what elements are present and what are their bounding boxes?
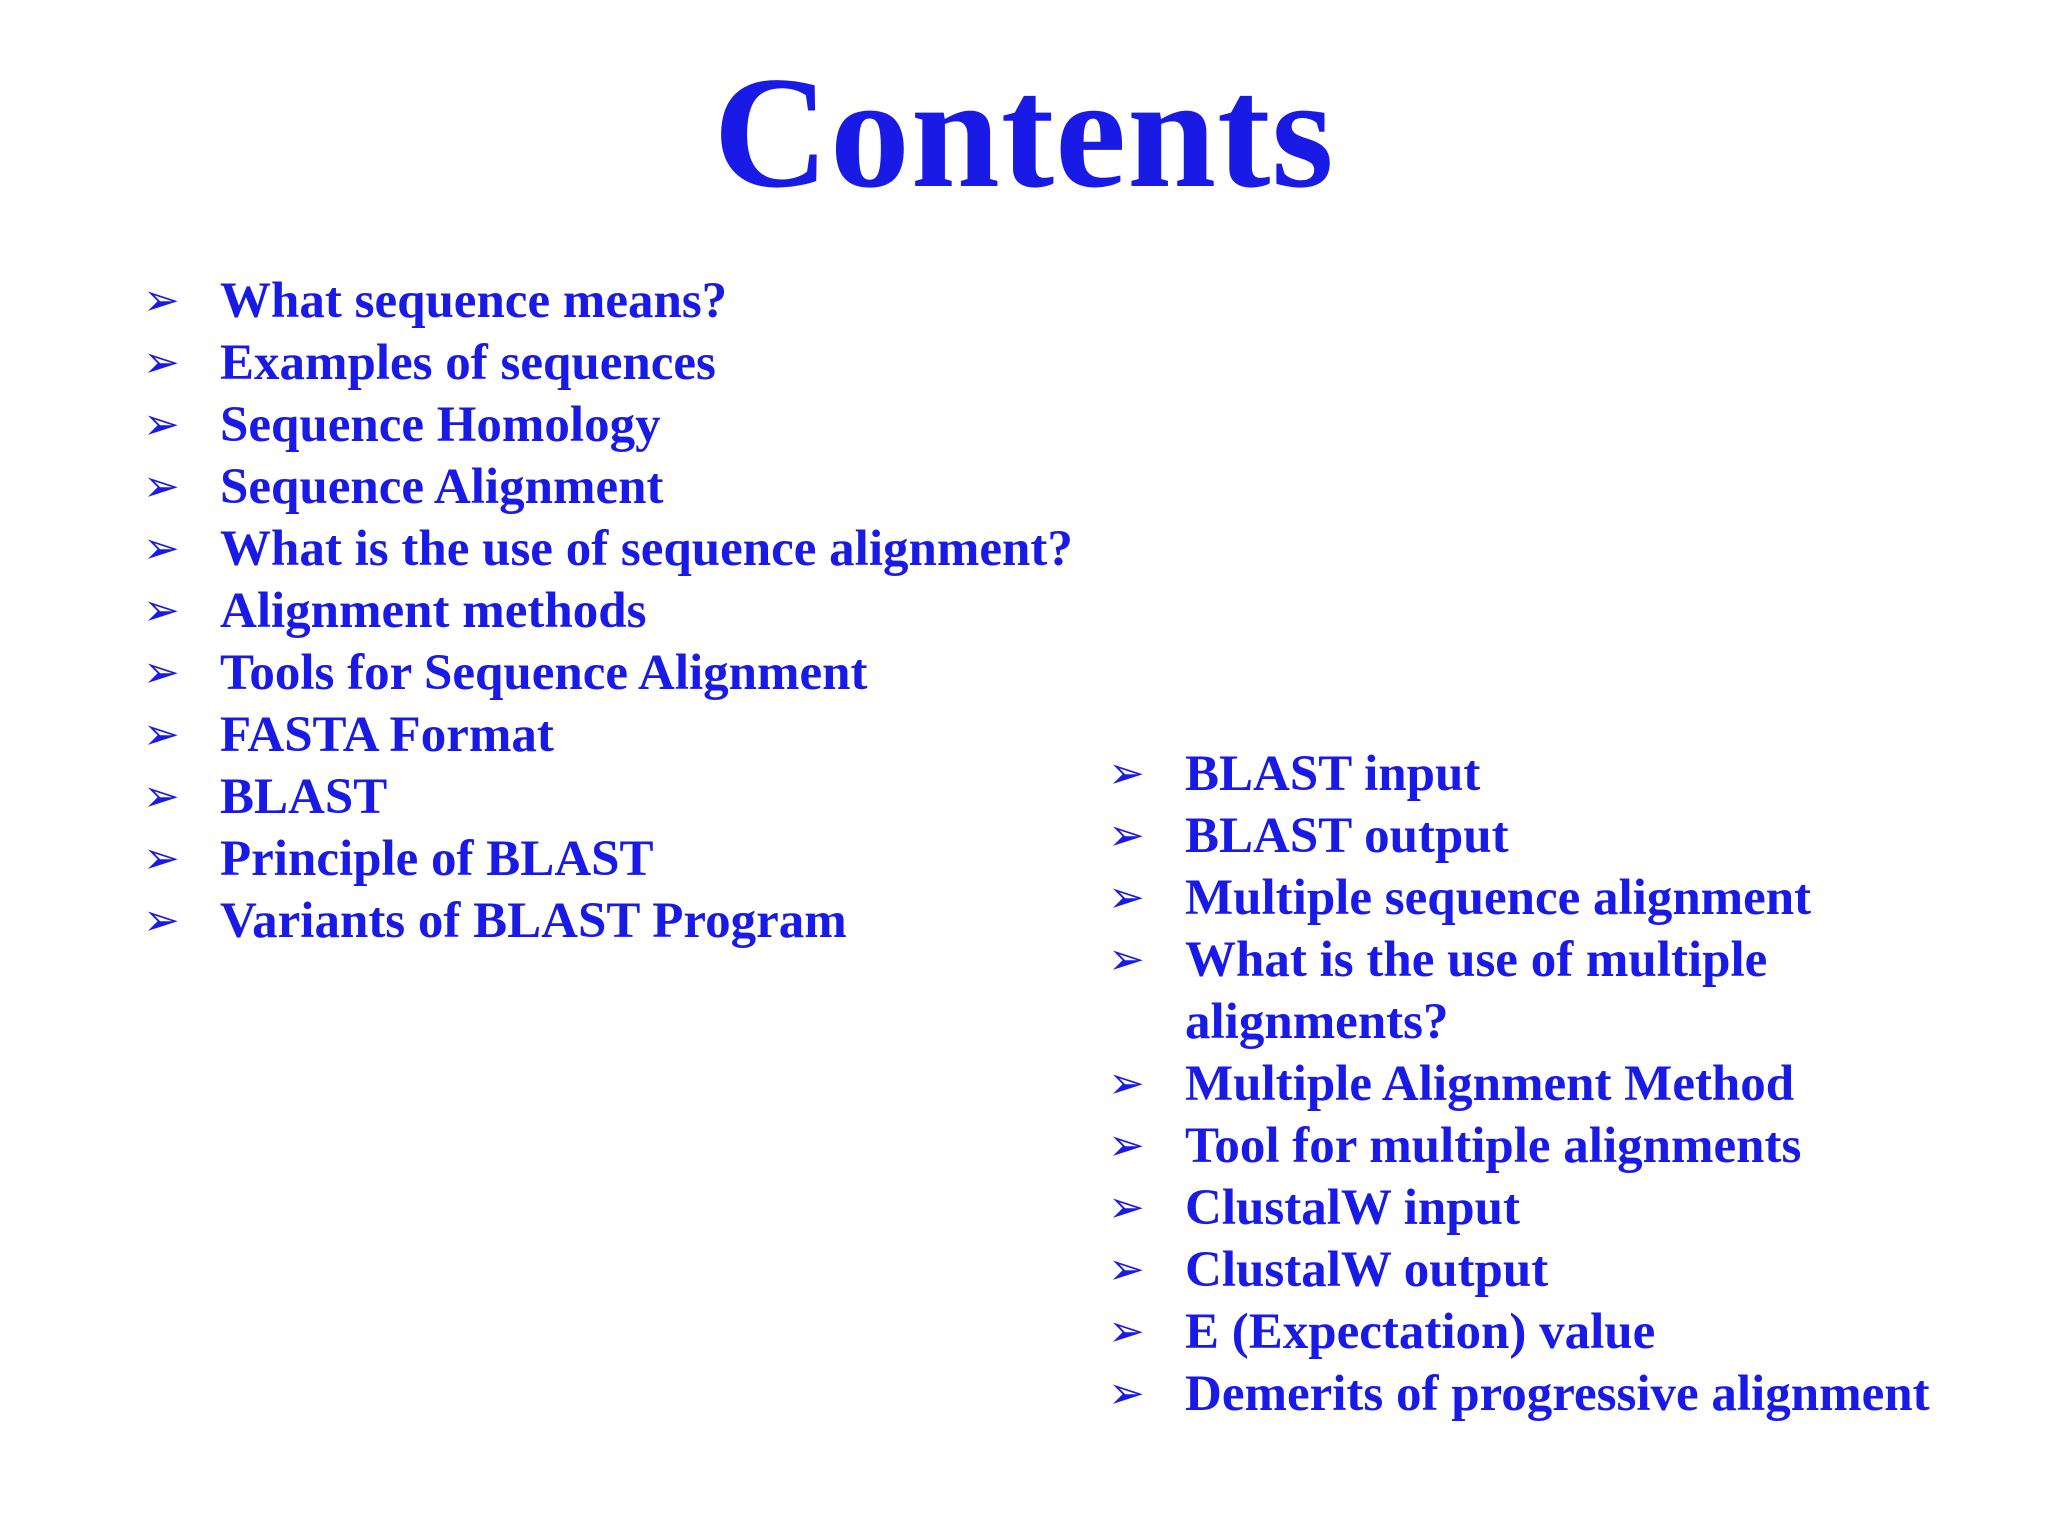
list-item: ➢ BLAST — [143, 766, 1143, 828]
arrowhead-bullet-icon: ➢ — [1108, 1058, 1145, 1109]
list-item-label: Demerits of progressive alignment — [1185, 1366, 1930, 1422]
arrowhead-bullet-icon: ➢ — [1108, 1120, 1145, 1171]
list-item-label: Multiple sequence alignment — [1185, 870, 1812, 926]
list-item-label: Variants of BLAST Program — [220, 893, 847, 949]
arrowhead-bullet-icon: ➢ — [143, 833, 180, 884]
arrowhead-bullet-icon: ➢ — [1108, 1244, 1145, 1295]
arrowhead-bullet-icon: ➢ — [143, 709, 180, 760]
list-item: ➢ Multiple sequence alignment — [1108, 867, 2008, 929]
list-item-label: What is the use of sequence alignment? — [220, 521, 1073, 577]
list-item-label: Alignment methods — [220, 583, 647, 639]
list-item: ➢ Sequence Alignment — [143, 456, 1143, 518]
list-item: ➢ Tools for Sequence Alignment — [143, 642, 1143, 704]
arrowhead-bullet-icon: ➢ — [1108, 934, 1145, 985]
list-item-label: FASTA Format — [220, 707, 554, 763]
list-item-label: Tool for multiple alignments — [1185, 1118, 1802, 1174]
arrowhead-bullet-icon: ➢ — [1108, 810, 1145, 861]
list-item-label: Sequence Homology — [220, 397, 661, 453]
arrowhead-bullet-icon: ➢ — [143, 895, 180, 946]
list-item-label: What is the use of multiple alignments? — [1185, 932, 1768, 1050]
list-item: ➢ Demerits of progressive alignment — [1108, 1363, 2008, 1425]
list-item: ➢ ClustalW output — [1108, 1239, 2008, 1301]
list-item: ➢ BLAST output — [1108, 805, 2008, 867]
list-item-label: BLAST output — [1185, 808, 1509, 864]
list-item-label: BLAST — [220, 769, 388, 825]
list-item: ➢ What is the use of multiple alignments? — [1108, 929, 2008, 1053]
arrowhead-bullet-icon: ➢ — [1108, 1368, 1145, 1419]
arrowhead-bullet-icon: ➢ — [1108, 872, 1145, 923]
arrowhead-bullet-icon: ➢ — [143, 275, 180, 326]
arrowhead-bullet-icon: ➢ — [143, 337, 180, 388]
list-item-label: Principle of BLAST — [220, 831, 654, 887]
list-item-label: BLAST input — [1185, 746, 1481, 802]
list-item-label: Multiple Alignment Method — [1185, 1056, 1795, 1112]
arrowhead-bullet-icon: ➢ — [1108, 1306, 1145, 1357]
arrowhead-bullet-icon: ➢ — [143, 585, 180, 636]
list-item: ➢ Tool for multiple alignments — [1108, 1115, 2008, 1177]
list-item-label: ClustalW input — [1185, 1180, 1520, 1236]
contents-list-left: ➢ What sequence means? ➢ Examples of seque… — [143, 270, 1143, 952]
list-item: ➢ What sequence means? — [143, 270, 1143, 332]
list-item: ➢ Principle of BLAST — [143, 828, 1143, 890]
contents-list-right: ➢ BLAST input ➢ BLAST output ➢ Multiple seq… — [1108, 743, 2008, 1425]
list-item-label: Examples of sequences — [220, 335, 716, 391]
arrowhead-bullet-icon: ➢ — [143, 523, 180, 574]
slide-title: Contents — [713, 43, 1335, 221]
list-item: ➢ FASTA Format — [143, 704, 1143, 766]
list-item-label: E (Expectation) value — [1185, 1304, 1656, 1360]
list-item-label: What sequence means? — [220, 273, 728, 329]
list-item-label: Sequence Alignment — [220, 459, 664, 515]
arrowhead-bullet-icon: ➢ — [1108, 1182, 1145, 1233]
list-item: ➢ Examples of sequences — [143, 332, 1143, 394]
arrowhead-bullet-icon: ➢ — [1108, 748, 1145, 799]
list-item: ➢ Sequence Homology — [143, 394, 1143, 456]
list-item: ➢ Variants of BLAST Program — [143, 890, 1143, 952]
arrowhead-bullet-icon: ➢ — [143, 399, 180, 450]
list-item: ➢ BLAST input — [1108, 743, 2008, 805]
arrowhead-bullet-icon: ➢ — [143, 771, 180, 822]
list-item-label: ClustalW output — [1185, 1242, 1549, 1298]
list-item: ➢ Multiple Alignment Method — [1108, 1053, 2008, 1115]
arrowhead-bullet-icon: ➢ — [143, 647, 180, 698]
list-item: ➢ ClustalW input — [1108, 1177, 2008, 1239]
list-item: ➢ E (Expectation) value — [1108, 1301, 2008, 1363]
list-item: ➢ Alignment methods — [143, 580, 1143, 642]
list-item: ➢ What is the use of sequence alignment? — [143, 518, 1143, 580]
arrowhead-bullet-icon: ➢ — [143, 461, 180, 512]
list-item-label: Tools for Sequence Alignment — [220, 645, 868, 701]
